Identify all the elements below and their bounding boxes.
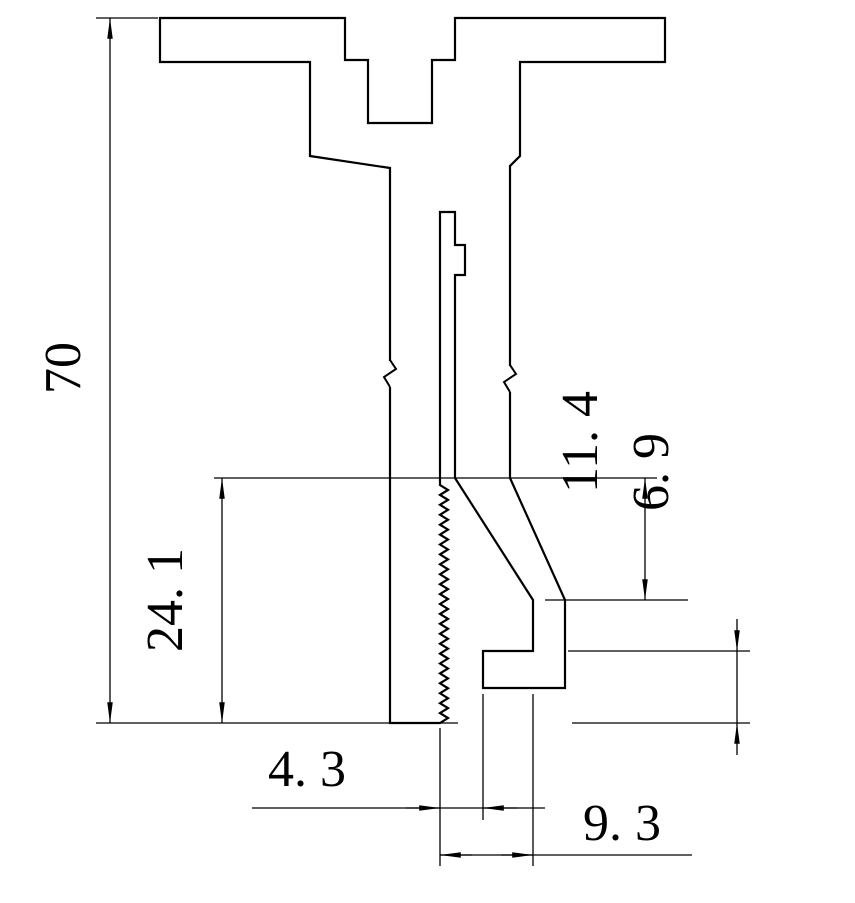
label-serrated-height: 24. 1 (137, 548, 194, 652)
label-foot-height: 6. 9 (623, 433, 680, 511)
dimension-lines (107, 17, 740, 858)
break-mark-left (382, 359, 398, 388)
break-mark-right (502, 364, 518, 393)
break-marks (382, 359, 518, 393)
dimension-labels: 70 24. 1 11. 4 6. 9 4. 3 9. 3 (35, 342, 680, 852)
extension-lines (96, 17, 750, 866)
profile-outline (158, 16, 667, 725)
label-slot-width: 4. 3 (268, 741, 346, 798)
label-overall-height: 70 (35, 342, 92, 394)
label-step-height: 11. 4 (552, 391, 609, 493)
label-hook-width: 9. 3 (583, 795, 661, 852)
